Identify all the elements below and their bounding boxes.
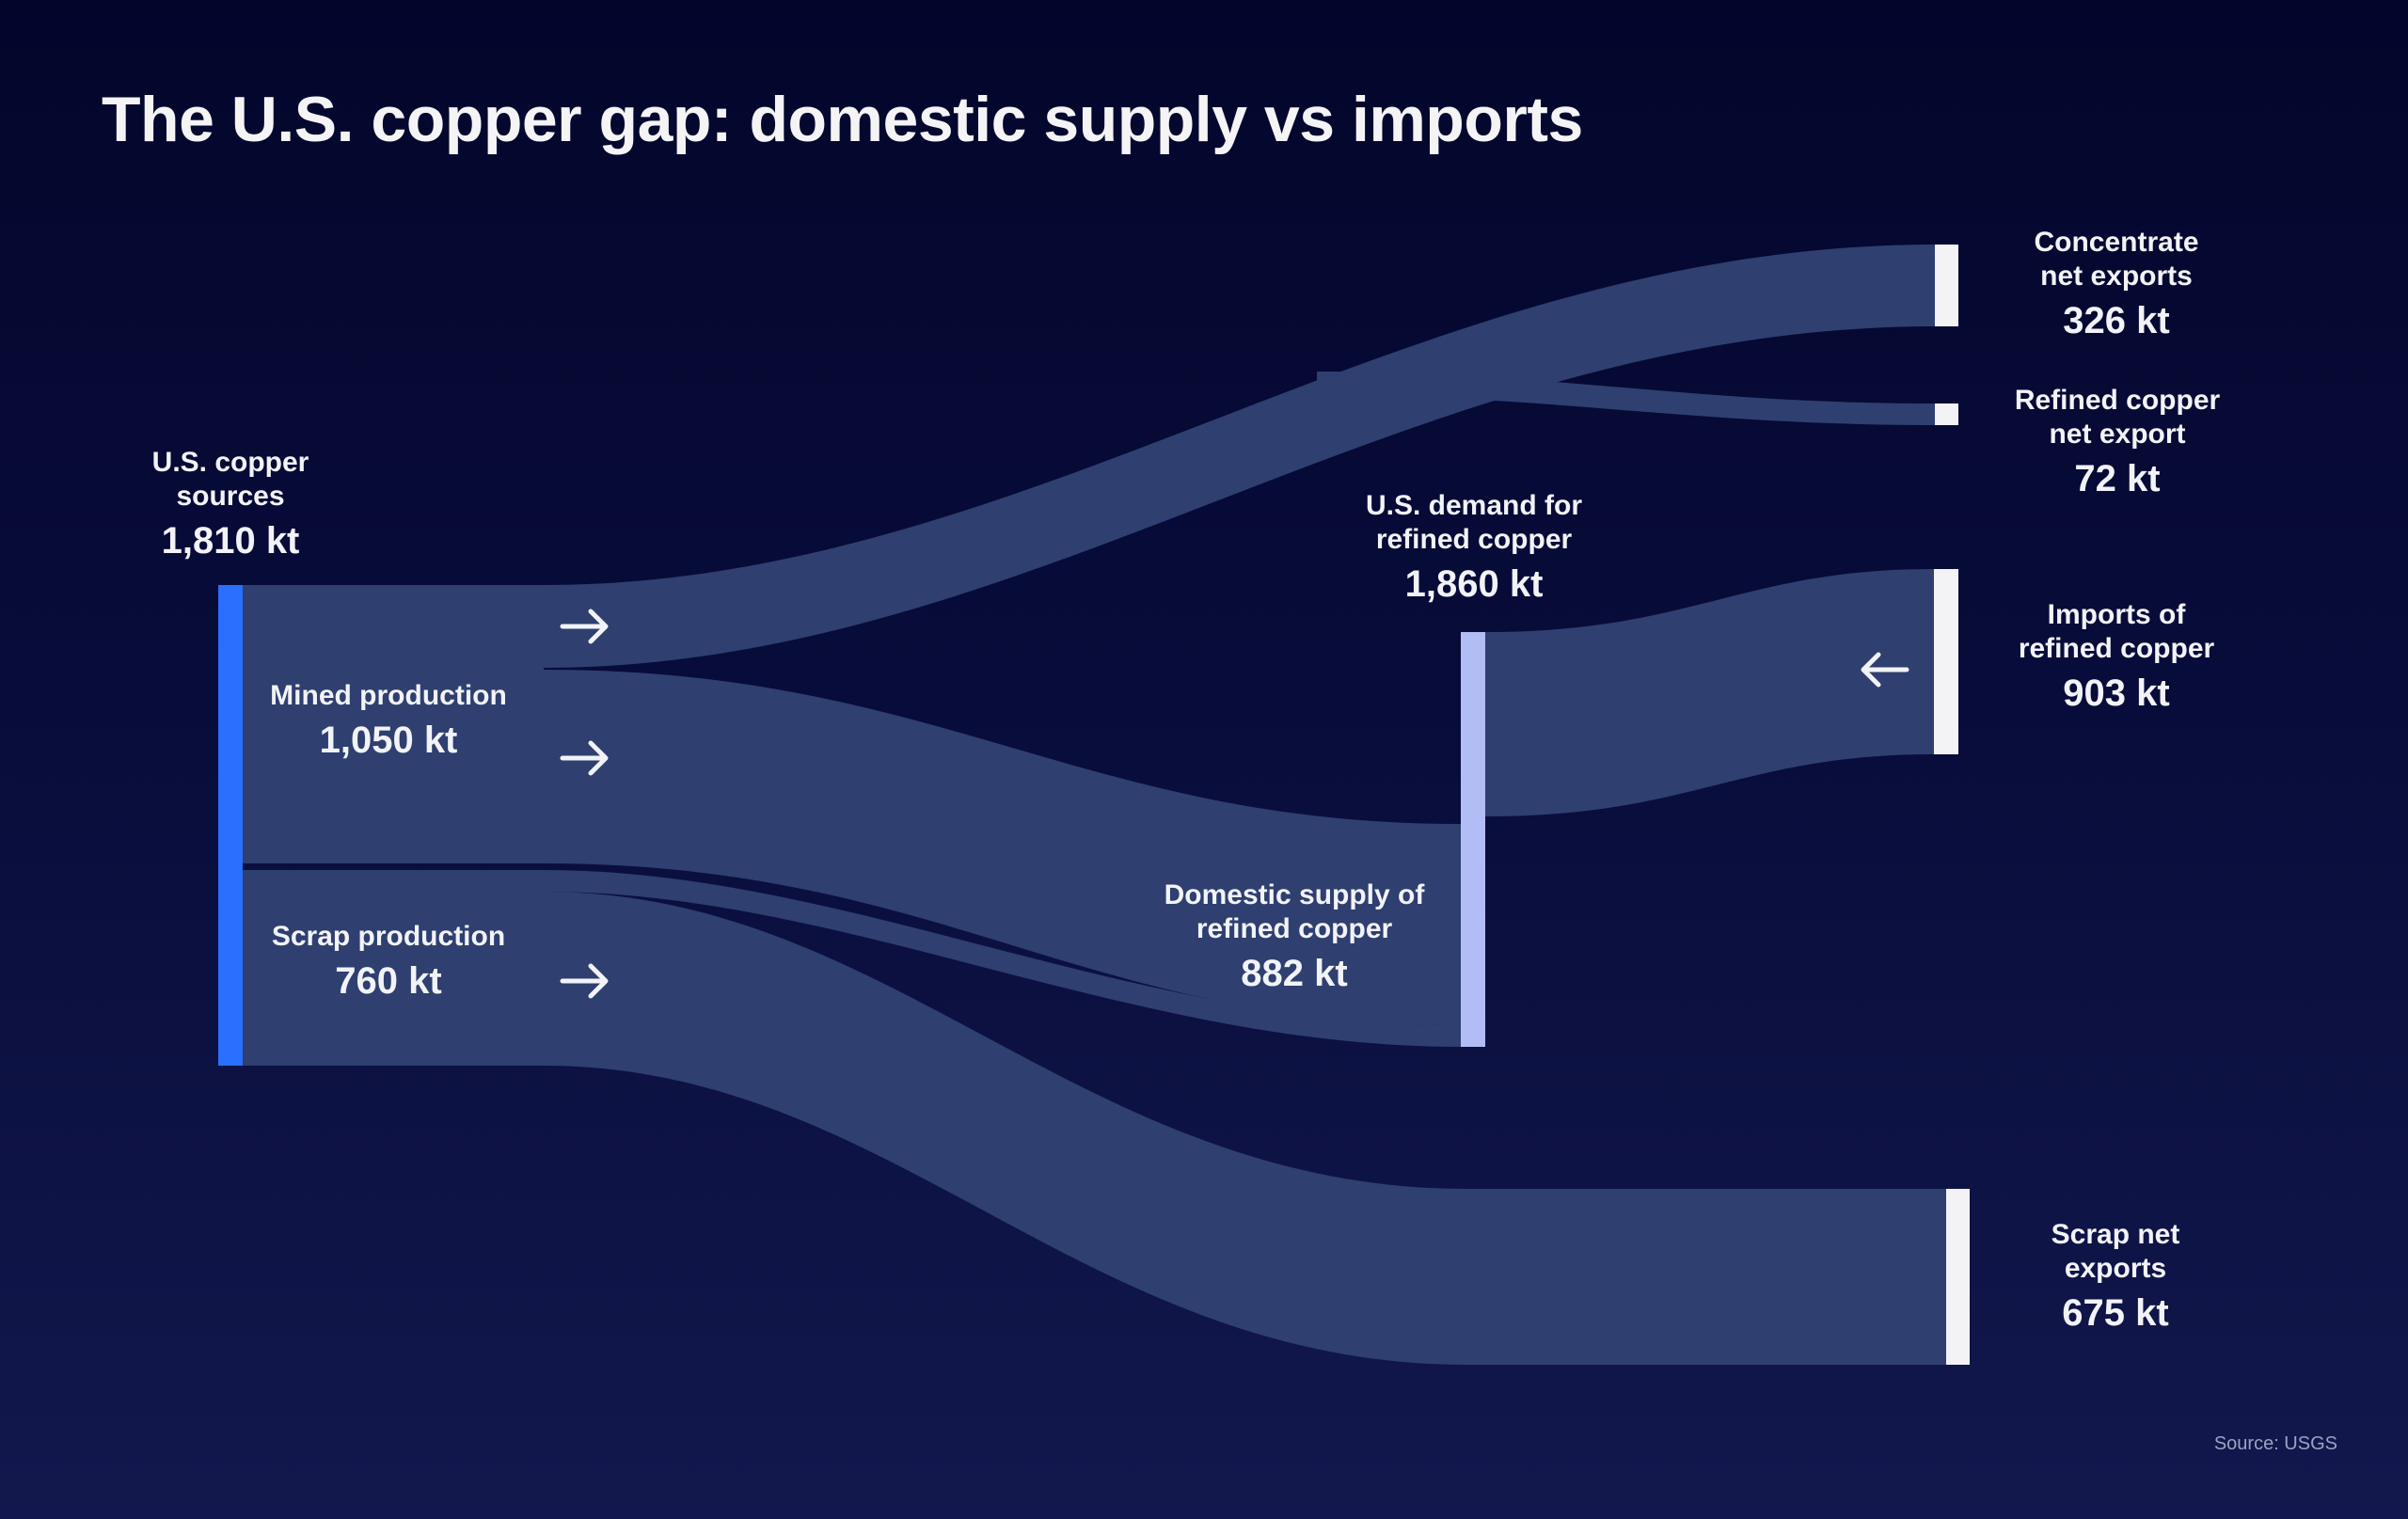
- arrow-right-icon: [560, 608, 610, 645]
- label-demand: U.S. demand for refined copper 1,860 kt: [1366, 489, 1582, 608]
- label-imports-name-1: Imports of: [2047, 599, 2186, 630]
- label-mined-value: 1,050 kt: [319, 720, 458, 761]
- source-note: Source: USGS: [2213, 1433, 2337, 1454]
- flow-imports-to-demand: [1485, 569, 1935, 816]
- label-refined-export: Refined copper net export 72 kt: [2015, 384, 2220, 502]
- node-demand-bar: [1461, 632, 1485, 1047]
- label-domestic-name-2: refined copper: [1196, 913, 1393, 944]
- label-mined: Mined production 1,050 kt: [270, 679, 507, 764]
- node-sources-bar: [218, 585, 243, 1066]
- label-sources-value: 1,810 kt: [161, 520, 300, 562]
- label-concentrate-value: 326 kt: [2063, 300, 2170, 341]
- label-demand-name-1: U.S. demand for: [1365, 490, 1583, 521]
- label-demand-name-2: refined copper: [1375, 524, 1573, 555]
- label-mined-name: Mined production: [270, 680, 507, 711]
- label-scrap-exports-name-1: Scrap net: [2051, 1219, 2180, 1250]
- label-demand-value: 1,860 kt: [1404, 563, 1544, 605]
- label-imports: Imports of refined copper 903 kt: [2019, 598, 2214, 717]
- label-scrap-exports-name-2: exports: [2064, 1253, 2167, 1284]
- flow-scrap-exports-tail: [1466, 1189, 1946, 1365]
- arrow-right-icon: [560, 739, 610, 777]
- label-domestic-name-1: Domestic supply of: [1164, 879, 1425, 910]
- flow-scrap-block: [243, 870, 544, 1066]
- node-scrap-exports-bar: [1946, 1189, 1970, 1365]
- label-sources-name-2: sources: [176, 481, 285, 512]
- label-scrap-name: Scrap production: [271, 921, 506, 952]
- label-imports-value: 903 kt: [2063, 672, 2170, 714]
- arrow-right-icon: [560, 962, 610, 1000]
- label-scrap-exports: Scrap net exports 675 kt: [2052, 1218, 2180, 1337]
- label-concentrate: Concentrate net exports 326 kt: [2034, 226, 2198, 344]
- chart-title: The U.S. copper gap: domestic supply vs …: [102, 84, 1583, 155]
- flow-mined-block: [243, 585, 544, 863]
- node-imports-bar: [1934, 569, 1958, 754]
- label-refined-export-name-1: Refined copper: [2014, 385, 2221, 416]
- label-sources-name-1: U.S. copper: [151, 447, 309, 478]
- flows-layer: [243, 245, 1946, 1365]
- flow-mined-to-refined-export: [1317, 372, 1935, 425]
- label-domestic: Domestic supply of refined copper 882 kt: [1164, 878, 1425, 997]
- flow-scrap-to-domestic: [544, 870, 1461, 1047]
- flow-mined-to-concentrate: [544, 245, 1935, 668]
- label-scrap-value: 760 kt: [335, 960, 442, 1002]
- label-domestic-value: 882 kt: [1241, 953, 1348, 994]
- arrow-left-icon: [1859, 651, 1909, 688]
- label-sources: U.S. copper sources 1,810 kt: [152, 446, 309, 564]
- node-concentrate-bar: [1935, 245, 1958, 326]
- flow-scrap-to-exports: [544, 892, 1467, 1365]
- label-refined-export-name-2: net export: [2049, 419, 2186, 450]
- flow-mined-to-domestic: [544, 670, 1461, 1025]
- label-concentrate-name-1: Concentrate: [2034, 227, 2199, 258]
- nodes-layer: [218, 245, 1970, 1365]
- label-concentrate-name-2: net exports: [2040, 261, 2193, 292]
- label-scrap: Scrap production 760 kt: [272, 920, 505, 1005]
- node-refined-export-bar: [1935, 403, 1958, 425]
- label-imports-name-2: refined copper: [2018, 633, 2215, 664]
- label-refined-export-value: 72 kt: [2074, 458, 2161, 499]
- label-scrap-exports-value: 675 kt: [2062, 1292, 2169, 1334]
